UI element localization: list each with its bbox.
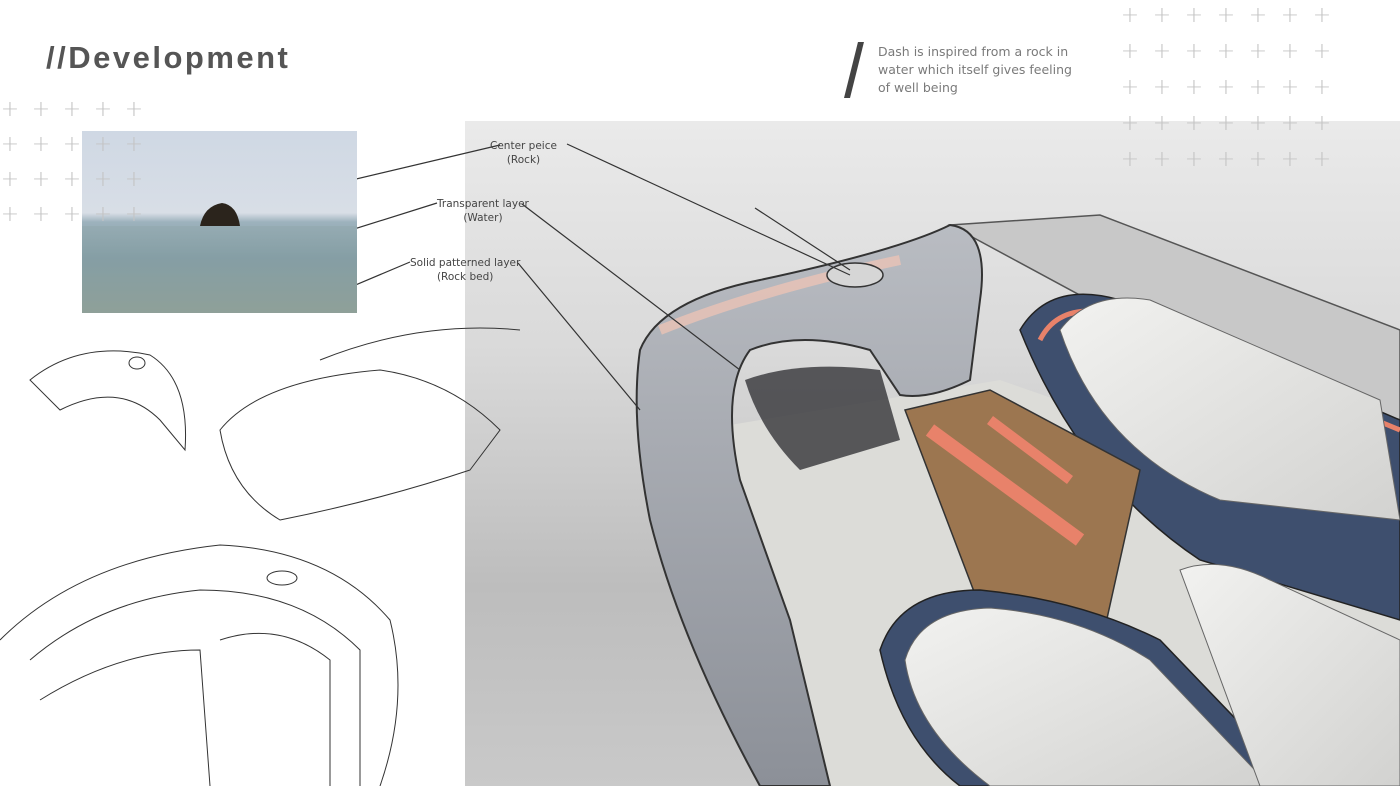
dashboard-rock-shape [635, 223, 983, 786]
rock-shape [200, 203, 240, 226]
right-front-seat [1179, 563, 1400, 786]
right-seat [1059, 297, 1400, 521]
callout-subtitle: (Rock bed) [436, 271, 494, 283]
callout-center-piece: Center peice (Rock) [490, 139, 557, 167]
callout-rock-bed: Solid patterned layer (Rock bed) [410, 256, 520, 284]
callout-subtitle: (Water) [463, 212, 503, 224]
console-orange-strap [925, 424, 1085, 546]
quote-text: Dash is inspired from a rock in water wh… [878, 44, 1072, 95]
callout-title: Center peice [490, 140, 557, 152]
dash-transparent-layer [745, 366, 900, 470]
console-orange-strap-2 [987, 416, 1073, 484]
callout-title: Transparent layer [437, 198, 529, 210]
callout-title: Solid patterned layer [410, 257, 521, 269]
left-seat [904, 607, 1271, 786]
callout-subtitle: (Rock) [506, 154, 541, 166]
page-title: //Development [46, 40, 291, 75]
rock-in-water-photo [82, 131, 357, 313]
callout-leader-lines [237, 143, 851, 411]
callout-transparent-layer: Transparent layer (Water) [437, 197, 529, 225]
line-sketches [0, 327, 521, 786]
center-piece-rock [826, 262, 884, 288]
